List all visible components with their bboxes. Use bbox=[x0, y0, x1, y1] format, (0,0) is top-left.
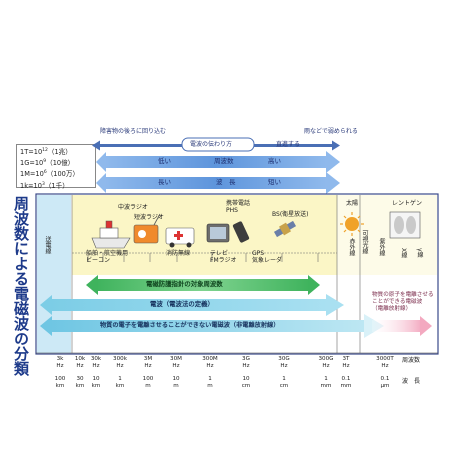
phone-icon bbox=[232, 221, 250, 243]
freq-tick-2: 30k Hz bbox=[90, 356, 102, 369]
vertical-title: 周波数による電磁波の分類 bbox=[12, 196, 30, 376]
sw-radio-label: 短波ラジオ bbox=[134, 214, 164, 221]
x-ray-label: X線 bbox=[400, 248, 407, 259]
unit-row: 1G=109（10億） bbox=[20, 159, 75, 168]
wavelength-arrow bbox=[96, 172, 340, 194]
satellite-icon bbox=[273, 220, 297, 238]
freq-low-label: 低い bbox=[158, 157, 171, 165]
gamma-ray-label: γ線 bbox=[416, 248, 423, 258]
ionizing-label: 物質の原子を電離させる ことができる電磁波 （電離放射線） bbox=[372, 292, 434, 312]
band-ticks bbox=[87, 253, 319, 262]
freq-tick-5: 30M Hz bbox=[170, 356, 182, 369]
unit-legend-box: 1T=1012（1兆） 1G=109（10億） 1M=106（100万） 1k=… bbox=[16, 144, 96, 190]
unit-row: 1k=103（1千） bbox=[20, 181, 69, 190]
freq-high-label: 高い bbox=[268, 157, 281, 165]
ultraviolet-label: 紫外線 bbox=[378, 238, 385, 256]
mw-radio-label: 中波ラジオ bbox=[118, 204, 148, 211]
freq-center-label: 周波数 bbox=[214, 157, 234, 165]
propagation-right-label: 直進する bbox=[276, 141, 301, 148]
sun-icon bbox=[340, 212, 364, 236]
wave-tick-1: 30 km bbox=[75, 376, 85, 389]
diagram-frame bbox=[35, 193, 439, 355]
gps-label: GPS 気象レーダ bbox=[252, 250, 283, 264]
propagation-arrow bbox=[92, 137, 340, 152]
freq-tick-9: 300G Hz bbox=[318, 356, 334, 369]
tv-label: テレビ FMラジオ bbox=[210, 250, 237, 264]
wave-tick-10: 0.1 mm bbox=[340, 376, 352, 389]
fire-label: 消防無線 bbox=[166, 250, 191, 257]
propagation-center-label: 電波の伝わり方 bbox=[190, 141, 233, 148]
freq-tick-1: 10k Hz bbox=[74, 356, 86, 369]
freq-axis-label: 周波数 bbox=[402, 357, 421, 364]
radio-label: 電波（電波法の定義） bbox=[150, 300, 214, 308]
freq-tick-0: 3k Hz bbox=[56, 356, 64, 369]
wave-tick-3: 1 km bbox=[115, 376, 125, 389]
freq-tick-11: 3000T Hz bbox=[376, 356, 394, 369]
sun-label: 太陽 bbox=[346, 200, 359, 207]
wave-tick-6: 1 m bbox=[207, 376, 213, 389]
wave-tick-11: 0.1 μm bbox=[380, 376, 390, 389]
wave-tick-9: 1 mm bbox=[320, 376, 332, 389]
infrared-label: 赤外線 bbox=[348, 238, 355, 256]
frequency-arrow bbox=[96, 151, 340, 173]
tv-icon bbox=[206, 223, 230, 243]
wave-center-label: 波 長 bbox=[216, 178, 236, 186]
freq-tick-7: 3G Hz bbox=[242, 356, 250, 369]
wave-tick-7: 10 cm bbox=[241, 376, 251, 389]
transmission-label: 送電線 bbox=[44, 236, 51, 254]
freq-tick-3: 300k Hz bbox=[113, 356, 127, 369]
propagation-left-label: 障害物の後ろに回り込む bbox=[100, 128, 167, 135]
wave-tick-0: 100 km bbox=[54, 376, 66, 389]
ionizing-arrow bbox=[372, 316, 432, 336]
phone-label: 携帯電話 PHS bbox=[226, 200, 251, 214]
wave-tick-5: 10 m bbox=[172, 376, 180, 389]
freq-tick-6: 300M Hz bbox=[202, 356, 218, 369]
bs-label: BS(衛星放送) bbox=[272, 211, 309, 218]
wave-tick-4: 100 m bbox=[142, 376, 154, 389]
light-band bbox=[337, 195, 437, 275]
wave-tick-2: 10 km bbox=[91, 376, 101, 389]
wave-short-label: 短い bbox=[268, 178, 281, 186]
visible-label: 可視光線 bbox=[361, 230, 368, 254]
ship-label: 船舶・航空機用 ビーコン bbox=[86, 250, 129, 264]
freq-tick-10: 3T Hz bbox=[342, 356, 350, 369]
wave-axis-label: 波 長 bbox=[402, 378, 421, 385]
xray-icon bbox=[389, 211, 421, 239]
radio-arrow bbox=[40, 294, 344, 316]
propagation-far-right-label: 雨などで弱められる bbox=[304, 128, 358, 135]
wave-long-label: 長い bbox=[158, 178, 171, 186]
nonionizing-label: 物質の電子を電離させることができない電磁波（非電離放射線） bbox=[100, 322, 280, 329]
freq-tick-4: 3M Hz bbox=[143, 356, 153, 369]
wave-tick-8: 1 cm bbox=[279, 376, 289, 389]
unit-row: 1M=106（100万） bbox=[20, 170, 80, 179]
ambulance-icon bbox=[165, 227, 195, 248]
radio-icon bbox=[133, 213, 161, 244]
freq-tick-8: 30G Hz bbox=[278, 356, 290, 369]
ship-icon bbox=[91, 220, 131, 249]
guideline-label: 電磁防護指針の対象周波数 bbox=[146, 280, 223, 288]
xray-device-label: レントゲン bbox=[392, 200, 423, 207]
unit-row: 1T=1012（1兆） bbox=[20, 148, 72, 157]
guideline-arrow bbox=[86, 275, 320, 295]
